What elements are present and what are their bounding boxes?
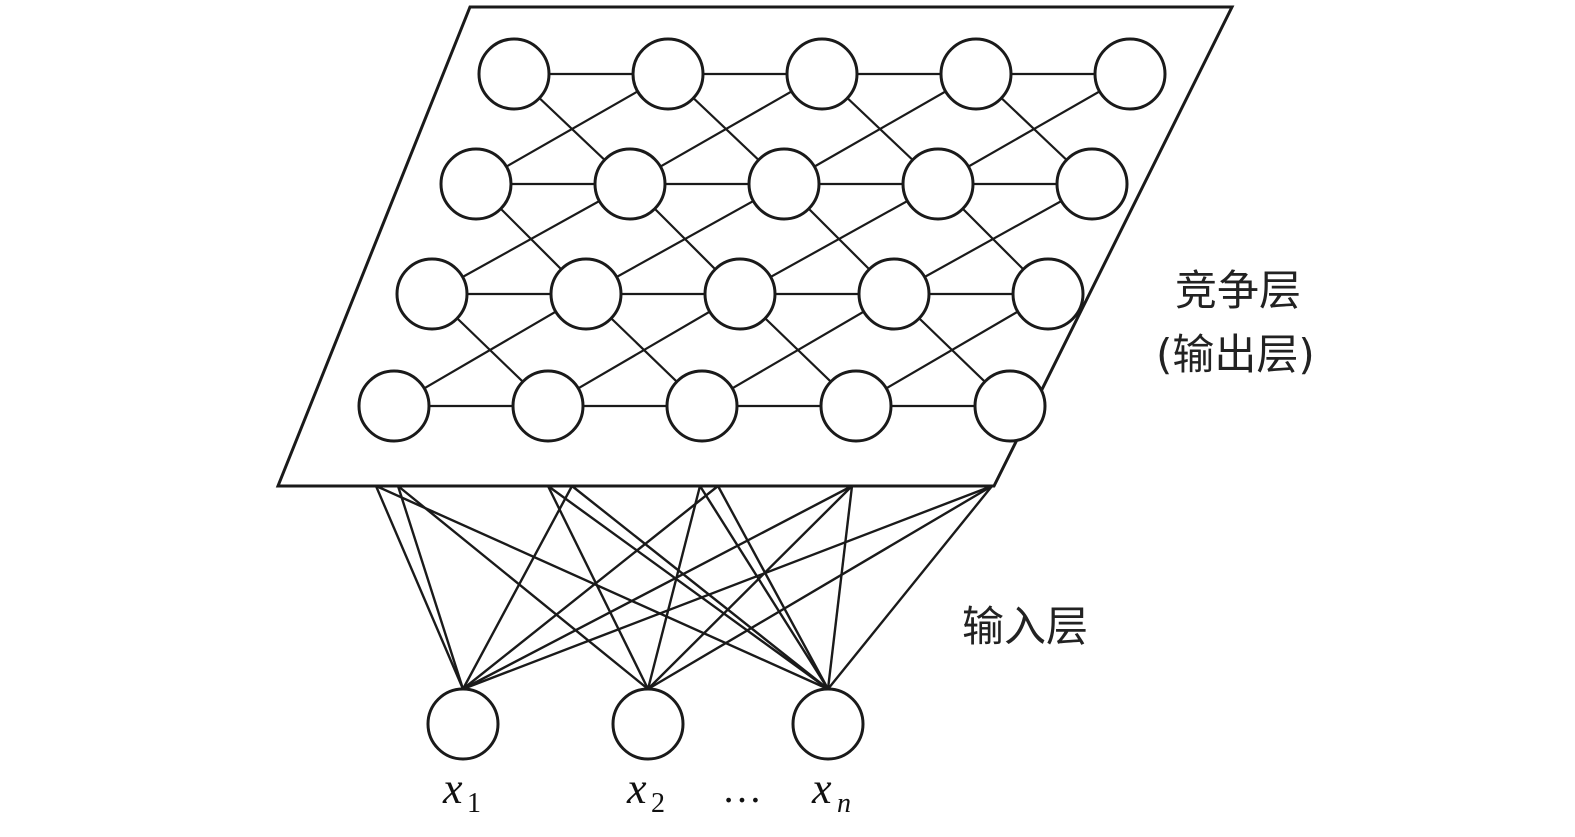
output-node <box>511 369 585 443</box>
input-label-1: x 1 <box>442 764 481 819</box>
output-node <box>1055 147 1129 221</box>
input-edge <box>716 485 830 690</box>
input-label-n: x n <box>811 764 851 819</box>
svg-text:x: x <box>811 764 832 813</box>
svg-text:x: x <box>442 764 463 813</box>
input-neurons <box>426 687 865 761</box>
output-node <box>439 147 513 221</box>
ellipsis-label: … <box>722 766 762 811</box>
input-edge <box>374 485 465 690</box>
input-edge <box>571 485 829 690</box>
input-edge <box>462 484 993 691</box>
input-edge <box>546 485 650 690</box>
output-node <box>819 369 893 443</box>
svg-text:x: x <box>626 764 647 813</box>
output-neurons <box>357 37 1167 443</box>
output-node <box>1011 257 1085 331</box>
input-edge <box>647 485 853 690</box>
layer-plane-outline <box>275 5 1235 488</box>
input-edge <box>827 485 993 690</box>
output-node <box>973 369 1047 443</box>
input-edge <box>396 485 465 690</box>
input-edge <box>375 484 829 691</box>
input-connections <box>374 484 993 691</box>
input-layer-label: 输入层 <box>962 602 1088 651</box>
output-node <box>665 369 739 443</box>
output-node <box>939 37 1013 111</box>
output-node <box>357 369 431 443</box>
output-node <box>477 37 551 111</box>
output-layer-label: (输出层) <box>1156 330 1315 379</box>
output-node <box>395 257 469 331</box>
competitive-layer-plane <box>275 5 1235 488</box>
input-edge <box>462 485 719 690</box>
input-node <box>426 687 500 761</box>
output-node <box>703 257 777 331</box>
input-edge <box>698 485 830 690</box>
input-edge <box>462 484 853 691</box>
svg-text:2: 2 <box>651 788 665 819</box>
input-node <box>611 687 685 761</box>
input-label-2: x 2 <box>626 764 665 819</box>
competitive-layer-label: 竞争层 <box>1175 266 1301 315</box>
output-node <box>631 37 705 111</box>
output-node <box>549 257 623 331</box>
input-edge <box>397 485 649 690</box>
svg-text:n: n <box>837 788 851 819</box>
output-node <box>785 37 859 111</box>
input-node <box>791 687 865 761</box>
output-node <box>747 147 821 221</box>
input-edge <box>461 485 574 690</box>
input-edge <box>646 485 702 690</box>
input-edge <box>647 484 993 691</box>
input-edge <box>826 485 854 690</box>
output-node <box>1093 37 1167 111</box>
output-node <box>901 147 975 221</box>
output-node <box>857 257 931 331</box>
input-edge <box>547 485 829 690</box>
svg-text:1: 1 <box>467 788 481 819</box>
output-node <box>593 147 667 221</box>
